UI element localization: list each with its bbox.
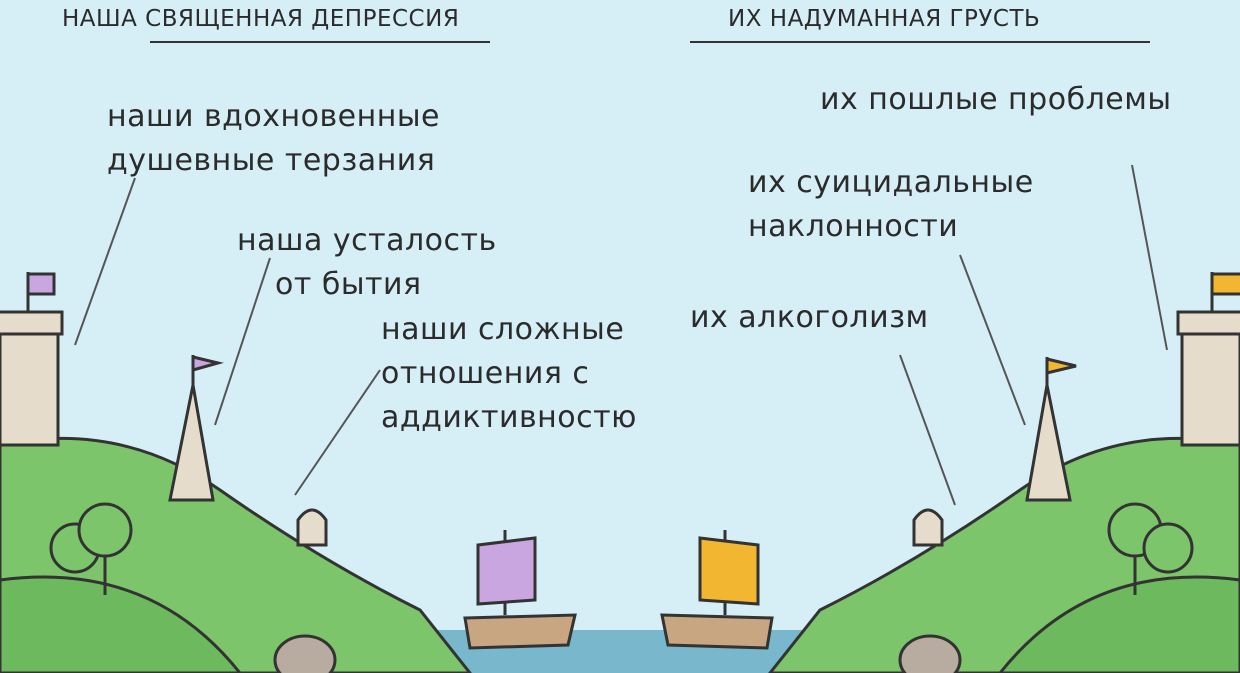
- label-line: их алкоголизм: [690, 300, 929, 335]
- leader-lines: [74, 164, 1168, 506]
- left-hut: [296, 508, 328, 547]
- right-hut: [912, 508, 944, 547]
- left-spire: [168, 355, 224, 502]
- label-complex-relations: наши сложные отношения с аддиктивностю: [381, 308, 637, 440]
- label-line: отношения с: [381, 356, 590, 391]
- left-tower: [0, 272, 64, 447]
- left-hill-front: [0, 575, 242, 673]
- label-line: их суицидальные: [748, 165, 1034, 200]
- label-suicidal: их суицидальные наклонности: [748, 161, 1034, 249]
- label-line: наклонности: [748, 209, 959, 244]
- rock: [273, 634, 337, 673]
- label-line: наши вдохновенные: [107, 99, 440, 134]
- right-tower: [1176, 272, 1240, 447]
- label-alcoholism: их алкоголизм: [690, 296, 929, 340]
- left-boat: [463, 530, 577, 650]
- right-boat: [660, 530, 774, 650]
- label-vulgar-problems: их пошлые проблемы: [820, 78, 1172, 122]
- label-inspired-torment: наши вдохновенные душевные терзания: [107, 95, 440, 183]
- right-hill-front: [998, 575, 1240, 673]
- label-line: аддиктивностю: [381, 400, 637, 435]
- label-line: их пошлые проблемы: [820, 82, 1172, 117]
- right-spire: [1025, 357, 1077, 502]
- label-line: наши сложные: [381, 312, 625, 347]
- label-weariness: наша усталость от бытия: [237, 219, 497, 307]
- right-trees: [1107, 502, 1194, 595]
- label-line: душевные терзания: [107, 143, 436, 178]
- rock: [898, 634, 962, 673]
- left-heading: НАША СВЯЩЕННАЯ ДЕПРЕССИЯ: [62, 6, 460, 32]
- right-heading: ИХ НАДУМАННАЯ ГРУСТЬ: [728, 6, 1041, 32]
- left-trees: [49, 502, 133, 595]
- label-line: наша усталость: [237, 223, 497, 258]
- label-line: от бытия: [275, 267, 422, 302]
